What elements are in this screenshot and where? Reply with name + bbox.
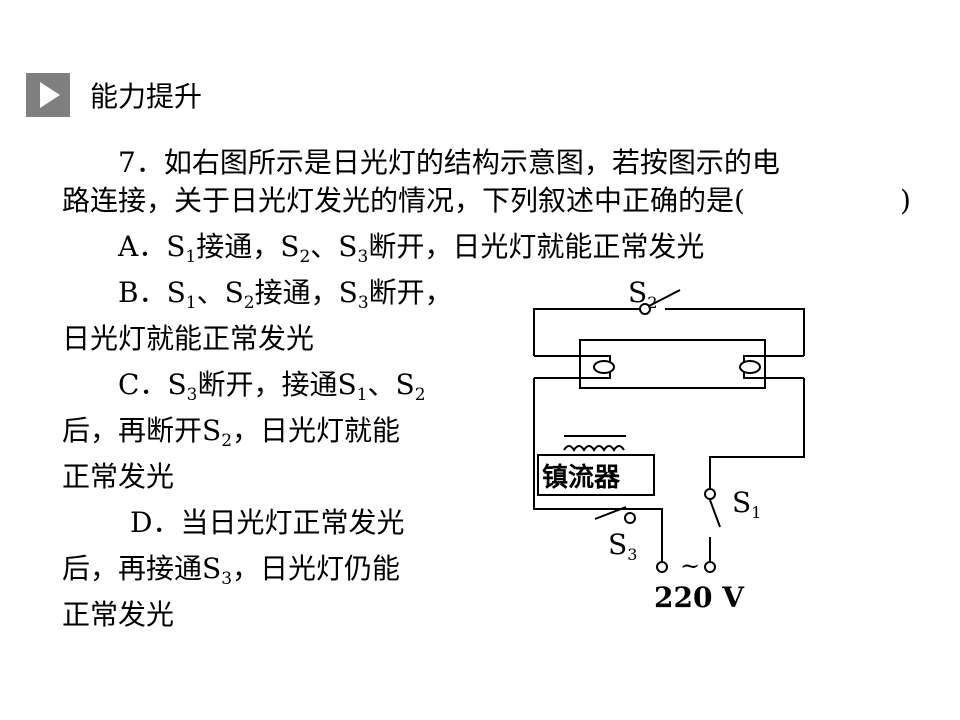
option-d-cont1: 后，再接通S3，日光灯仍能 — [62, 552, 401, 589]
lamp-tube — [579, 339, 766, 389]
s3-terminal — [624, 512, 636, 524]
label-s1: S1 — [732, 486, 761, 522]
wire-filament-right — [743, 355, 804, 379]
option-d: D．当日光灯正常发光 — [130, 506, 405, 539]
option-d-cont2: 正常发光 — [62, 598, 175, 631]
label-s2: S2 — [628, 276, 657, 312]
option-a: A．S1接通，S2、S3断开，日光灯就能正常发光 — [118, 230, 705, 267]
filament-right — [739, 360, 761, 374]
fluorescent-lamp-circuit-diagram: 镇流器 S2 S1 S3 ~ 220 V — [533, 276, 805, 614]
answer-paren-close: ) — [900, 184, 911, 217]
section-title: 能力提升 — [90, 80, 203, 113]
section-header: 能力提升 — [26, 72, 202, 118]
question-stem-line2: 路连接，关于日光灯发光的情况，下列叙述中正确的是( — [62, 184, 745, 217]
wire-top-left — [533, 308, 640, 356]
option-c-cont1: 后，再断开S2，日光灯就能 — [62, 414, 401, 451]
label-s3: S3 — [608, 528, 637, 564]
ballast-label: 镇流器 — [542, 463, 621, 493]
ac-symbol: ~ — [680, 552, 700, 580]
ballast-box — [537, 454, 655, 496]
supply-terminal-left — [656, 561, 668, 573]
play-icon — [26, 73, 70, 117]
supply-voltage-label: 220 V — [654, 581, 745, 614]
option-c-cont2: 正常发光 — [62, 460, 175, 493]
wire-right-down — [709, 378, 805, 490]
supply-terminal-right — [704, 561, 716, 573]
s2-terminal-left — [639, 303, 651, 315]
wire-ballast-down — [533, 378, 663, 562]
option-c: C．S3断开，接通S1、S2 — [118, 368, 426, 405]
option-b: B．S1、S2接通，S3断开， — [118, 276, 453, 313]
option-b-cont: 日光灯就能正常发光 — [62, 322, 315, 355]
switch-s2-blade — [648, 289, 681, 307]
wire-filament-left — [534, 355, 611, 379]
question-stem-line1: 7．如右图所示是日光灯的结构示意图，若按图示的电 — [118, 146, 780, 179]
s1-terminal-top — [704, 488, 716, 500]
switch-s1-blade — [709, 499, 721, 528]
ballast-coil — [563, 445, 625, 452]
switch-s3-blade — [594, 506, 627, 520]
filament-left — [593, 360, 615, 374]
wire-top-right — [665, 308, 805, 356]
